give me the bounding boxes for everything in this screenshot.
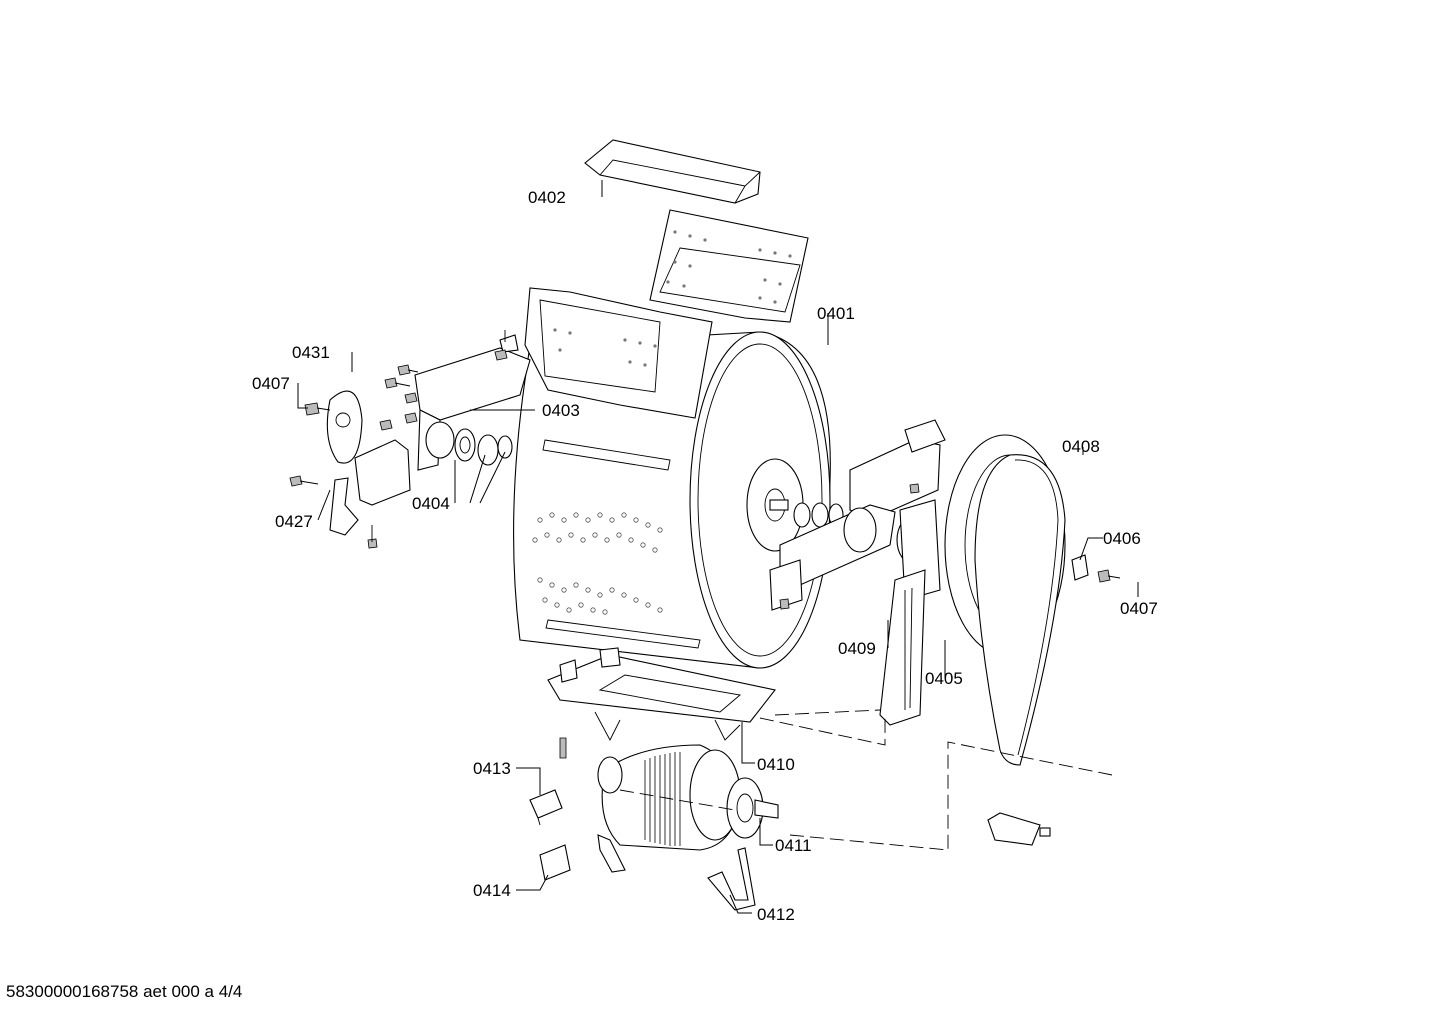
- label-0410[interactable]: 0410: [757, 755, 795, 774]
- part-0406-0407-right[interactable]: [1071, 554, 1121, 583]
- label-0412[interactable]: 0412: [757, 905, 795, 924]
- label-0402[interactable]: 0402: [528, 188, 566, 207]
- label-0404[interactable]: 0404: [412, 494, 450, 513]
- screws-left[interactable]: [289, 349, 508, 549]
- part-0402-cover[interactable]: [584, 139, 761, 204]
- capacitor[interactable]: [987, 812, 1051, 846]
- label-0407-left[interactable]: 0407: [252, 374, 290, 393]
- part-0408-belt[interactable]: [974, 454, 1066, 766]
- part-0410-plate[interactable]: [547, 647, 776, 759]
- leader-lines: [297, 180, 1139, 914]
- label-0401[interactable]: 0401: [817, 304, 855, 323]
- label-0413[interactable]: 0413: [473, 759, 511, 778]
- part-0413-connector[interactable]: [529, 789, 563, 826]
- label-0407-right[interactable]: 0407: [1120, 599, 1158, 618]
- part-0414-connector[interactable]: [539, 844, 571, 881]
- label-0409[interactable]: 0409: [838, 639, 876, 658]
- part-0412-foot[interactable]: [707, 847, 756, 911]
- label-0427[interactable]: 0427: [275, 512, 313, 531]
- label-0406[interactable]: 0406: [1103, 529, 1141, 548]
- label-0411[interactable]: 0411: [775, 836, 812, 855]
- part-0401-lid[interactable]: [649, 209, 809, 323]
- drum[interactable]: [513, 287, 844, 669]
- part-0411-motor[interactable]: [597, 744, 779, 873]
- label-0403[interactable]: 0403: [542, 401, 580, 420]
- label-0431[interactable]: 0431: [292, 343, 330, 362]
- assembly-lines: [619, 709, 1113, 851]
- label-0405[interactable]: 0405: [925, 669, 963, 688]
- label-0414[interactable]: 0414: [473, 881, 511, 900]
- document-footer-id: 58300000168758 aet 000 a 4/4: [6, 982, 243, 1001]
- label-0408[interactable]: 0408: [1062, 437, 1100, 456]
- part-0409-bracket[interactable]: [769, 419, 946, 726]
- left-bearing-assembly[interactable]: [326, 330, 531, 536]
- drum-perforations: [532, 512, 663, 615]
